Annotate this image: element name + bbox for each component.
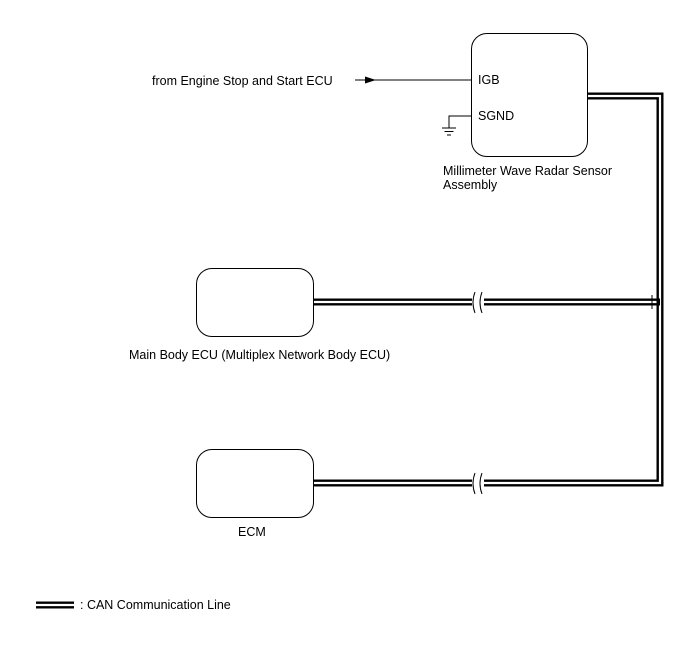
radar-sensor-label-line-1: Millimeter Wave Radar Sensor <box>443 164 613 178</box>
can-line-main-body <box>314 295 660 309</box>
ecm-box <box>196 449 314 518</box>
radar-sensor-box <box>471 33 588 157</box>
source-signal-label: from Engine Stop and Start ECU <box>152 74 333 88</box>
break-mark-main-body <box>472 291 484 314</box>
terminal-sgnd: SGND <box>478 109 515 123</box>
terminal-igb: IGB <box>478 73 500 87</box>
radar-sensor-label-line-2: Assembly <box>443 178 498 192</box>
main-body-ecu-label: Main Body ECU (Multiplex Network Body EC… <box>129 348 391 362</box>
break-mark-ecm <box>472 472 484 495</box>
igb-input-wire <box>355 76 472 84</box>
main-body-ecu-box <box>196 268 314 337</box>
legend-text: : CAN Communication Line <box>80 598 231 612</box>
ground-symbol <box>442 115 472 136</box>
ecm-label: ECM <box>238 525 266 539</box>
can-line-radar <box>314 92 664 487</box>
